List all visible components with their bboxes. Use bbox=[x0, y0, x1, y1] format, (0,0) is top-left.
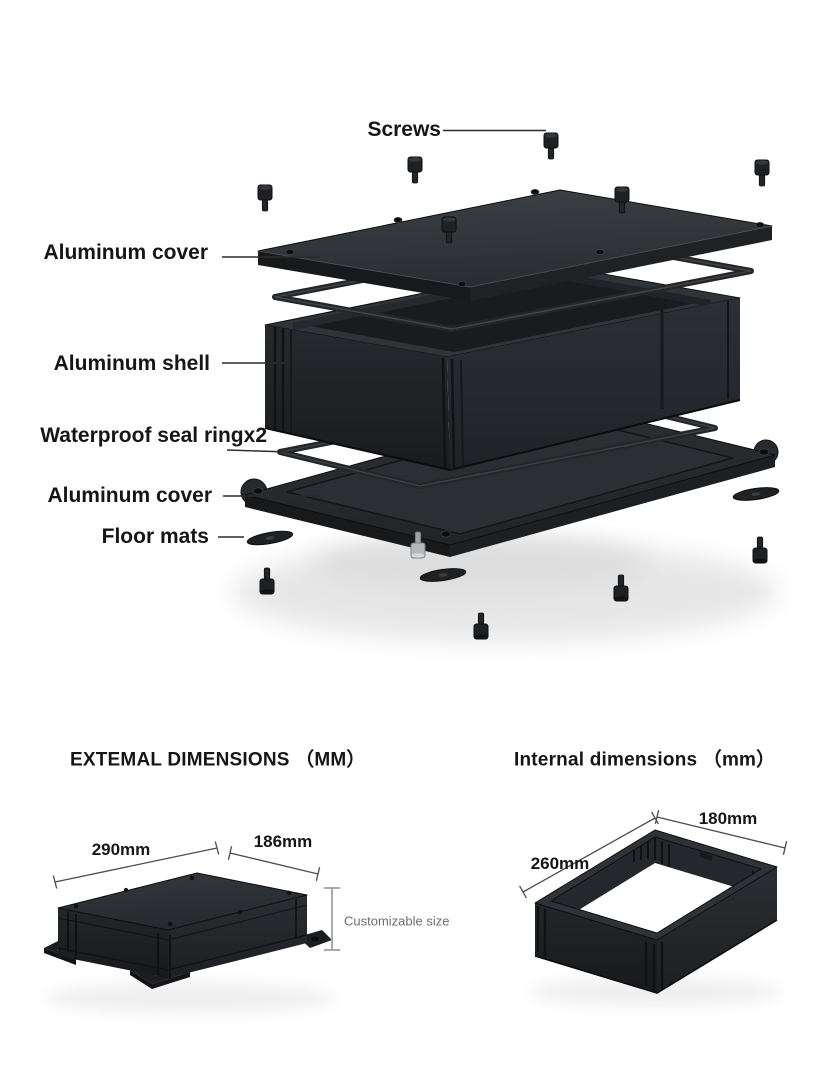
internal-width-dim: 260mm bbox=[530, 854, 590, 873]
screw-icon bbox=[257, 184, 273, 212]
internal-dim-lines bbox=[519, 810, 788, 899]
top-cover-graphic bbox=[257, 188, 773, 301]
internal-depth-dim: 180mm bbox=[698, 809, 758, 828]
assembly-shadow-core bbox=[310, 537, 650, 593]
external-dim-lines bbox=[52, 841, 321, 889]
label-top-cover: Aluminum cover bbox=[43, 241, 208, 264]
screw-icon bbox=[259, 567, 275, 595]
leader-lines bbox=[218, 129, 546, 538]
label-screws: Screws bbox=[367, 118, 441, 141]
label-bottom-cover: Aluminum cover bbox=[47, 484, 212, 507]
external-box-graphic bbox=[44, 841, 340, 1014]
screw-icon bbox=[410, 531, 426, 559]
shell-opening bbox=[293, 271, 711, 352]
label-shell: Aluminum shell bbox=[53, 352, 210, 375]
external-width-dim: 290mm bbox=[91, 840, 151, 859]
cover-screw-holes bbox=[285, 188, 765, 287]
screw-icon bbox=[613, 574, 629, 602]
bottom-screws-graphic bbox=[259, 531, 768, 640]
label-floor-mats: Floor mats bbox=[101, 525, 209, 548]
screw-icon bbox=[441, 216, 457, 244]
screw-icon bbox=[752, 536, 768, 564]
shell-graphic bbox=[264, 265, 741, 472]
screw-icon bbox=[473, 612, 489, 640]
customizable-size-note: Customizable size bbox=[344, 913, 450, 929]
floor-mats-graphic bbox=[246, 487, 780, 582]
external-depth-dim: 186mm bbox=[253, 832, 313, 851]
internal-frame-graphic bbox=[519, 810, 788, 1007]
screw-icon bbox=[407, 156, 423, 184]
internal-dimensions-heading: Internal dimensions （mm） bbox=[514, 749, 776, 771]
height-dim-line bbox=[324, 887, 340, 951]
label-seal-ring: Waterproof seal ringx2 bbox=[40, 424, 267, 447]
top-screws-graphic bbox=[257, 132, 770, 244]
screw-icon bbox=[614, 186, 630, 214]
screw-icon bbox=[543, 132, 559, 160]
screw-icon bbox=[754, 159, 770, 187]
external-dimensions-heading: EXTEMAL DIMENSIONS （MM） bbox=[70, 749, 366, 771]
